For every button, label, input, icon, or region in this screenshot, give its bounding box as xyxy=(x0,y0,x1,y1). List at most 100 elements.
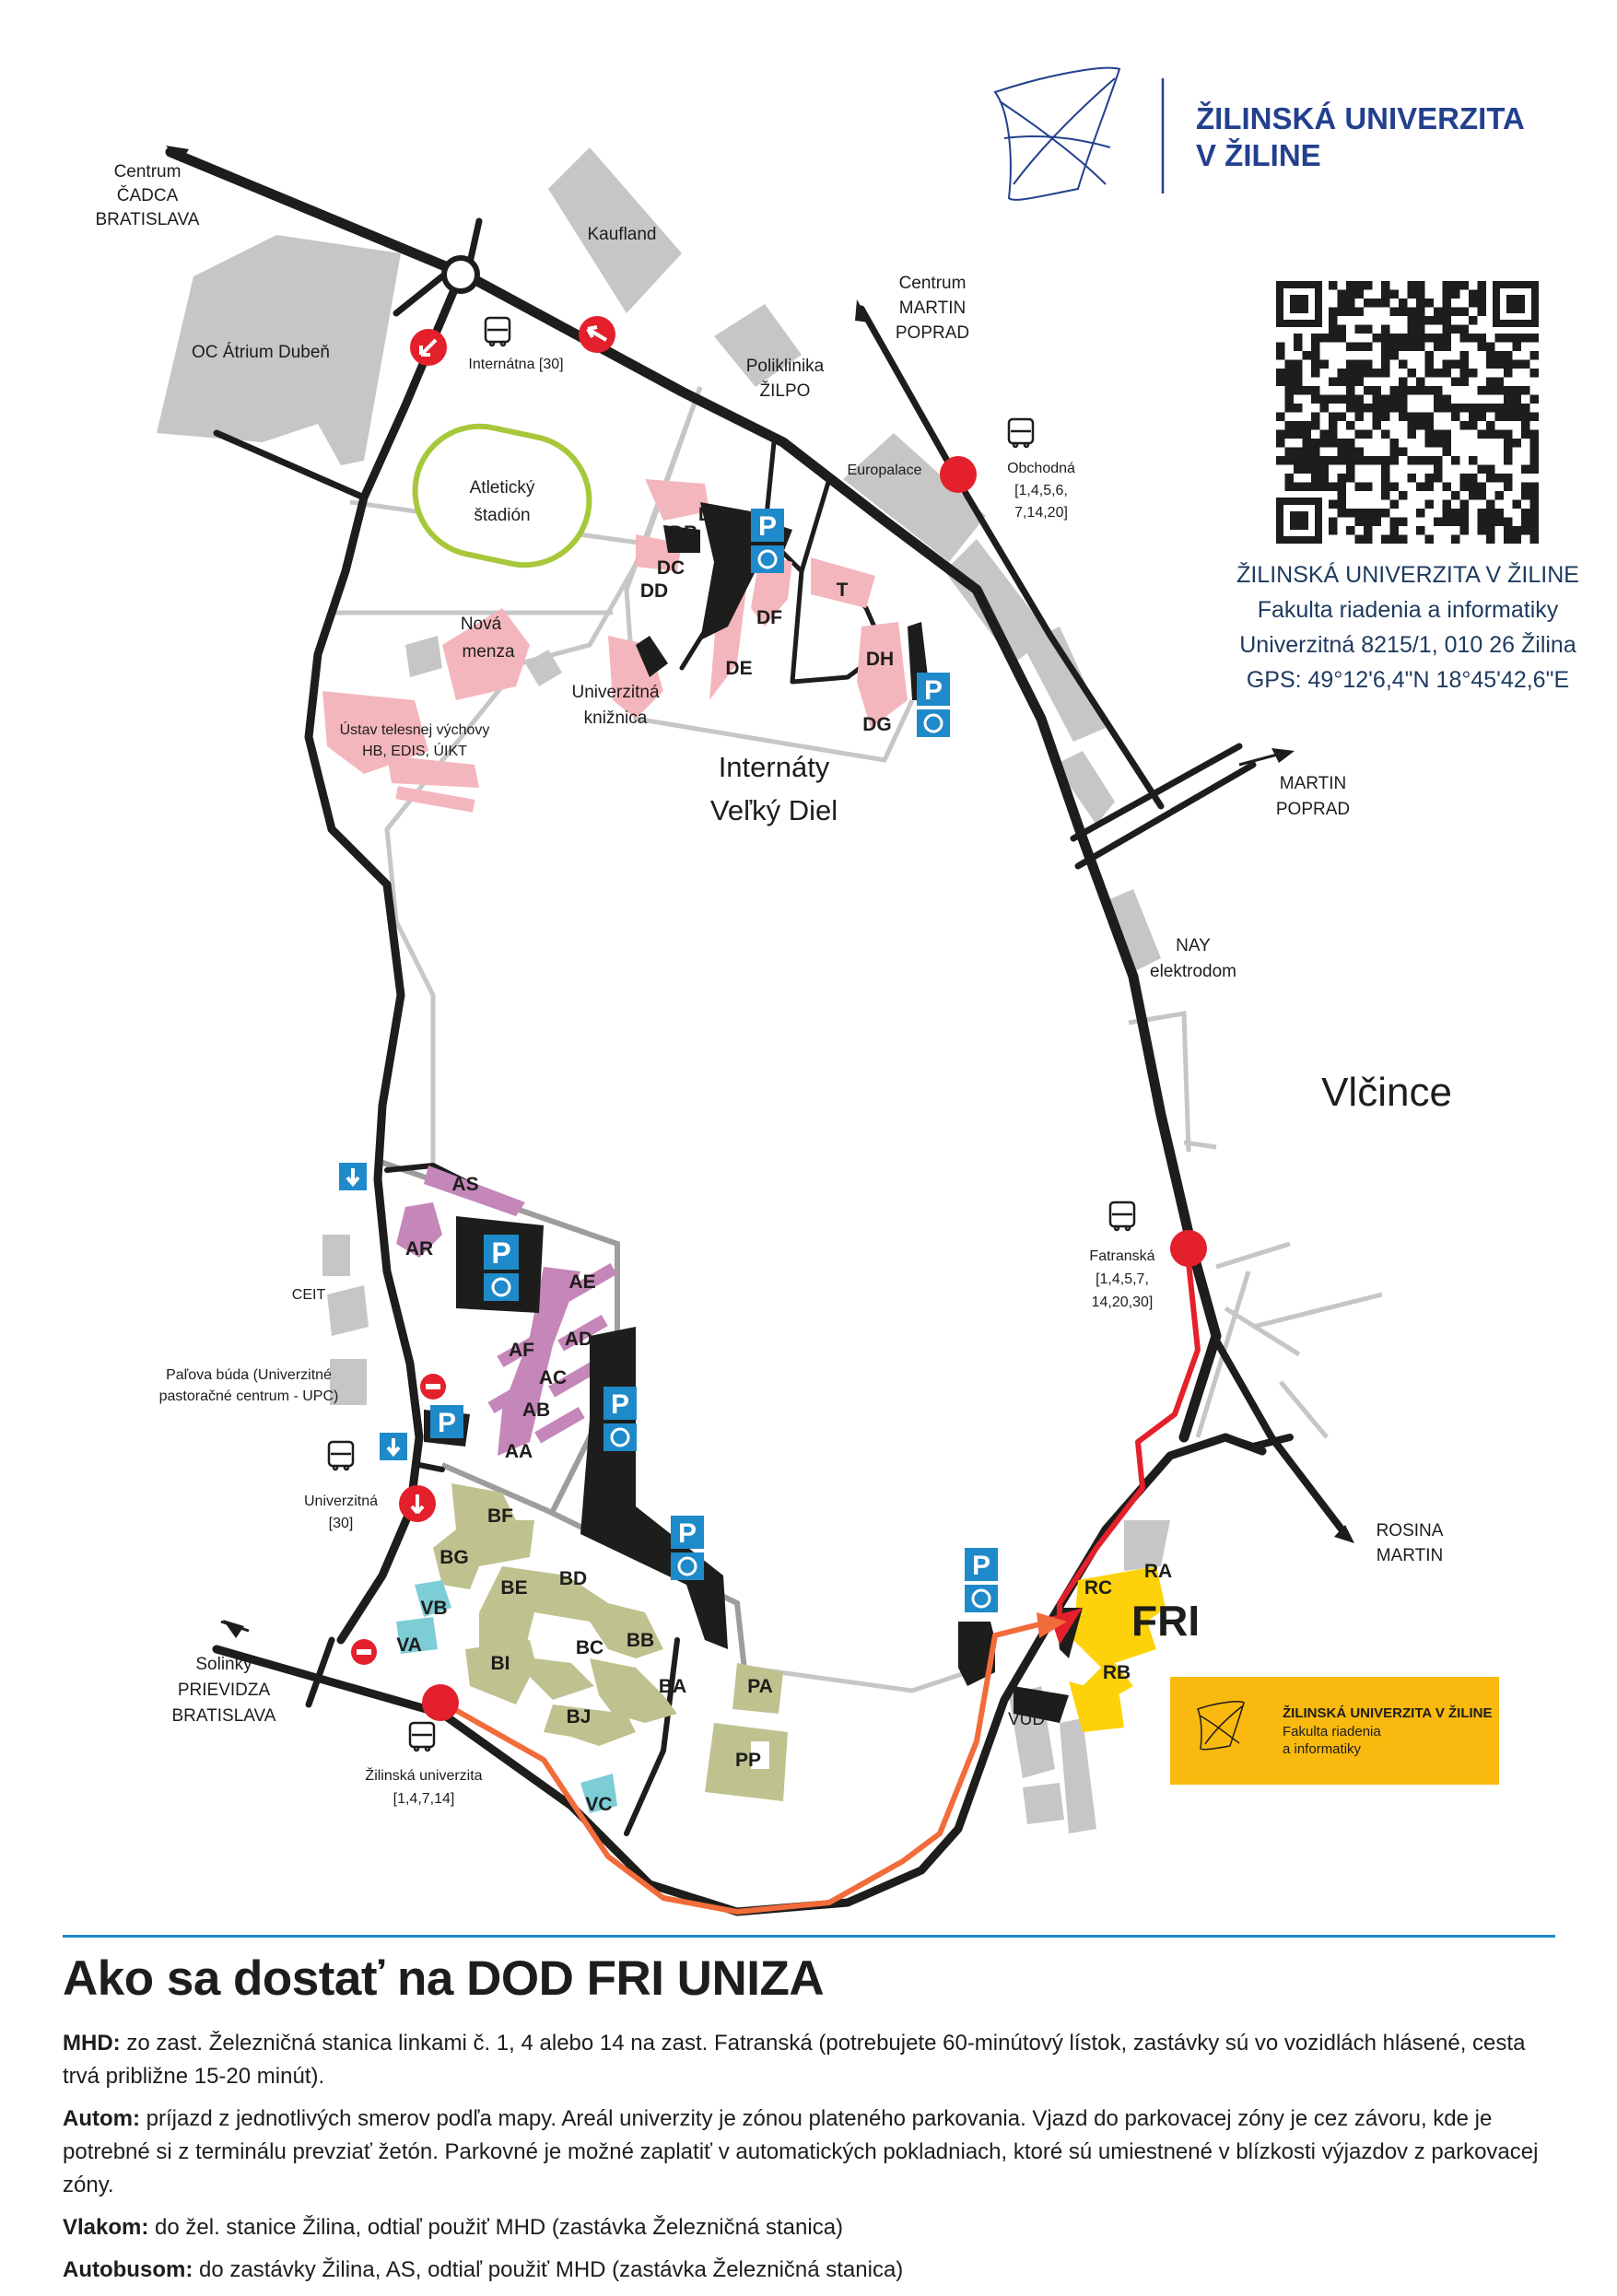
qr-module xyxy=(1451,281,1460,290)
qr-module xyxy=(1381,351,1390,360)
qr-module xyxy=(1451,534,1460,544)
parking-icon[interactable]: P xyxy=(751,509,784,573)
stop-zu-1: Žilinská univerzita xyxy=(365,1766,482,1784)
qr-module xyxy=(1311,359,1320,369)
qr-module xyxy=(1389,386,1399,395)
qr-module xyxy=(1529,482,1539,491)
parking-icon[interactable]: P xyxy=(671,1516,704,1580)
qr-module xyxy=(1451,412,1460,421)
qr-module xyxy=(1276,342,1285,351)
qr-module xyxy=(1434,474,1443,483)
qr-module xyxy=(1329,316,1338,325)
qr-module xyxy=(1346,342,1355,351)
qr-module xyxy=(1477,307,1486,316)
qr-module xyxy=(1354,412,1364,421)
qr-module xyxy=(1389,334,1399,343)
parking-icon[interactable]: P xyxy=(484,1235,519,1301)
qr-module xyxy=(1469,491,1478,500)
qr-module xyxy=(1442,499,1451,509)
athletic-stadium xyxy=(412,423,592,568)
qr-module xyxy=(1521,517,1530,526)
qr-module xyxy=(1284,482,1294,491)
qr-module xyxy=(1477,386,1486,395)
qr-module xyxy=(1459,526,1469,535)
stop-fatranska[interactable] xyxy=(1170,1230,1207,1267)
qr-module xyxy=(1284,394,1294,404)
bld-BF: BF xyxy=(487,1505,513,1527)
qr-module xyxy=(1424,351,1434,360)
qr-code[interactable] xyxy=(1271,276,1543,548)
bld-AF: AF xyxy=(509,1340,534,1361)
qr-module xyxy=(1381,334,1390,343)
qr-module xyxy=(1459,499,1469,509)
qr-module xyxy=(1319,359,1329,369)
parking-icon[interactable]: P xyxy=(965,1548,998,1612)
qr-module xyxy=(1442,439,1451,448)
entry-signs xyxy=(339,1163,407,1460)
qr-module xyxy=(1451,509,1460,518)
qr-module xyxy=(1486,526,1495,535)
qr-module xyxy=(1486,474,1495,483)
parking-icon[interactable]: P xyxy=(917,673,950,737)
qr-module xyxy=(1504,429,1513,439)
qr-module xyxy=(1311,369,1320,378)
qr-module xyxy=(1354,447,1364,456)
qr-module xyxy=(1442,429,1451,439)
qr-module xyxy=(1442,359,1451,369)
dir-se-2: MARTIN xyxy=(1377,1546,1443,1565)
qr-module xyxy=(1486,429,1495,439)
entry-arrow-icon xyxy=(339,1163,367,1190)
dir-nw-3: BRATISLAVA xyxy=(96,210,200,229)
qr-module xyxy=(1389,534,1399,544)
qr-module xyxy=(1529,526,1539,535)
qr-module xyxy=(1381,289,1390,299)
qr-module xyxy=(1337,447,1346,456)
bld-DB: DB xyxy=(670,522,697,544)
qr-module xyxy=(1434,386,1443,395)
footer-mhd: MHD: zo zast. Železničná stanica linkami… xyxy=(63,2027,1555,2093)
qr-module xyxy=(1311,351,1320,360)
footer-train-text: do žel. stanice Žilina, odtiaľ použiť MH… xyxy=(148,2215,844,2240)
footer-bus-label: Autobusom: xyxy=(63,2257,193,2282)
label-atrium: OC Átrium Dubeň xyxy=(192,343,330,362)
qr-module xyxy=(1416,377,1425,386)
qr-module xyxy=(1311,474,1320,483)
bld-T: T xyxy=(837,580,849,601)
qr-module xyxy=(1302,482,1311,491)
qr-module xyxy=(1311,334,1320,343)
qr-module xyxy=(1302,351,1311,360)
menza-annex xyxy=(405,636,442,677)
qr-module xyxy=(1364,456,1373,465)
qr-module xyxy=(1486,499,1495,509)
qr-module xyxy=(1284,359,1294,369)
qr-module xyxy=(1416,289,1425,299)
qr-module xyxy=(1494,334,1504,343)
qr-module xyxy=(1389,447,1399,456)
direction-arrows xyxy=(166,146,1354,1638)
stop-fatranska-2: [1,4,5,7, xyxy=(1096,1271,1149,1287)
footer-bus: Autobusom: do zastávky Žilina, AS, odtia… xyxy=(63,2254,1555,2287)
qr-module xyxy=(1346,386,1355,395)
stop-zilinska-univerzita[interactable] xyxy=(422,1684,459,1721)
qr-module xyxy=(1529,394,1539,404)
parking-icon[interactable]: P xyxy=(430,1405,463,1438)
qr-module xyxy=(1284,456,1294,465)
qr-module xyxy=(1311,421,1320,430)
qr-module xyxy=(1346,281,1355,290)
dir-nw-1: Centrum xyxy=(114,162,182,182)
qr-module xyxy=(1372,456,1381,465)
qr-module xyxy=(1442,316,1451,325)
qr-module xyxy=(1459,307,1469,316)
parking-icon[interactable]: P xyxy=(603,1387,637,1451)
qr-module xyxy=(1337,307,1346,316)
qr-module xyxy=(1434,394,1443,404)
qr-module xyxy=(1337,456,1346,465)
qr-module xyxy=(1521,526,1530,535)
qr-module xyxy=(1529,491,1539,500)
svg-text:P: P xyxy=(678,1518,697,1549)
stop-obchodna[interactable] xyxy=(940,456,977,493)
svg-text:P: P xyxy=(924,675,943,706)
dir-nw-2: ČADCA xyxy=(117,185,179,205)
qr-module xyxy=(1521,464,1530,474)
qr-module xyxy=(1416,281,1425,290)
